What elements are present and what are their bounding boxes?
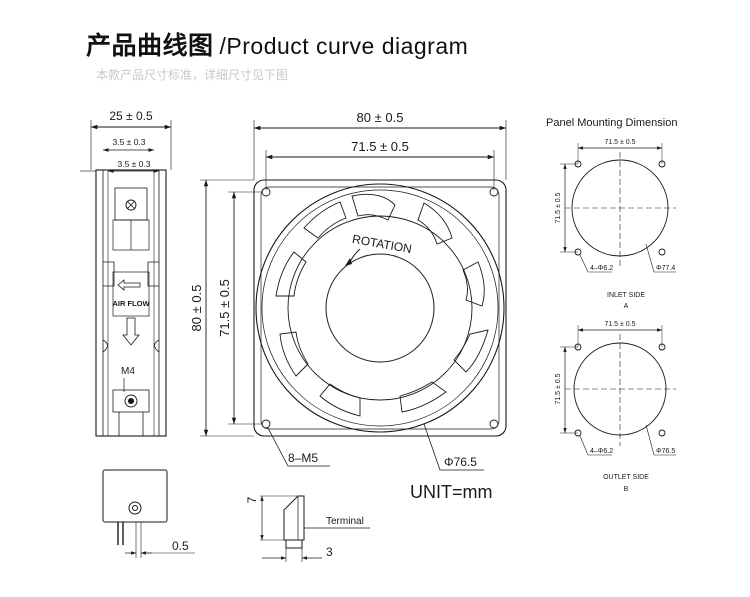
outlet-top-dim: 71.5 ± 0.5 <box>604 321 635 328</box>
outlet-side-drawing <box>560 325 676 456</box>
inlet-top-dim: 71.5 ± 0.5 <box>604 139 635 146</box>
inlet-letter: A <box>624 303 629 310</box>
screw-holes-label: 8–M5 <box>288 451 318 465</box>
terminal-width-dim: 3 <box>326 545 333 559</box>
outlet-caption: OUTLET SIDE <box>603 474 649 481</box>
inlet-left-dim: 71.5 ± 0.5 <box>555 192 562 223</box>
rotation-label: ROTATION <box>351 232 413 256</box>
title-en: /Product curve diagram <box>219 33 469 59</box>
fan-blades <box>275 193 489 417</box>
unit-label: UNIT=mm <box>410 482 493 502</box>
inlet-caption: INLET SIDE <box>607 292 645 299</box>
front-outer-height: 80 ± 0.5 <box>189 285 204 332</box>
terminal-side-view <box>260 495 370 562</box>
side-sub-dim-1: 3.5 ± 0.3 <box>112 137 145 147</box>
outlet-letter: B <box>624 486 629 493</box>
outlet-holes: 4–Φ6.2 <box>590 448 613 455</box>
inlet-diameter: Φ77.4 <box>656 265 675 272</box>
inlet-side-drawing <box>560 143 676 273</box>
panel-mounting-title: Panel Mounting Dimension <box>546 117 677 129</box>
terminal-left-dim: 0.5 <box>172 539 189 553</box>
front-hole-height: 71.5 ± 0.5 <box>217 279 232 337</box>
front-view <box>200 120 507 471</box>
screw-label: M4 <box>121 366 135 377</box>
page-title: 产品曲线图/Product curve diagram <box>86 26 468 62</box>
title-cn: 产品曲线图 <box>86 32 214 60</box>
front-hole-width: 71.5 ± 0.5 <box>351 139 409 154</box>
airflow-label: AIR FLOW <box>112 299 150 308</box>
side-sub-dim-2: 3.5 ± 0.3 <box>117 159 150 169</box>
terminal-height-dim: 7 <box>245 496 259 503</box>
terminal-box-view <box>102 469 195 558</box>
side-width-dim: 25 ± 0.5 <box>109 109 153 123</box>
side-view <box>80 120 172 437</box>
page-subtitle: 本款产品尺寸标准，详细尺寸见下图 <box>96 68 289 82</box>
terminal-label: Terminal <box>326 516 364 527</box>
outlet-left-dim: 71.5 ± 0.5 <box>555 373 562 404</box>
inlet-holes: 4–Φ6.2 <box>590 265 613 272</box>
front-outer-width: 80 ± 0.5 <box>357 110 404 125</box>
outlet-diameter: Φ76.5 <box>656 448 675 455</box>
diameter-label: Φ76.5 <box>444 455 477 469</box>
